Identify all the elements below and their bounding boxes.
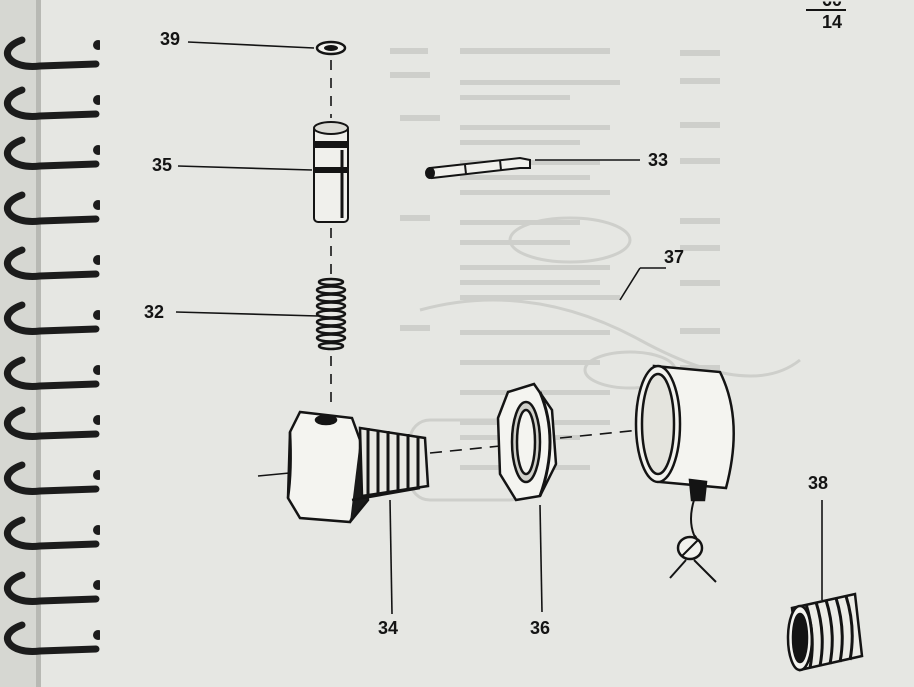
callout-37: 37 xyxy=(664,247,685,267)
page-number: 14 xyxy=(821,12,842,32)
spring-icon xyxy=(315,277,347,351)
page-number-rule xyxy=(806,9,846,11)
sleeve-icon xyxy=(634,364,735,502)
callout-34: 34 xyxy=(378,618,399,638)
leader-36 xyxy=(539,504,543,613)
callout-38: 38 xyxy=(808,473,829,493)
callout-33: 33 xyxy=(648,150,669,170)
leader-34 xyxy=(389,499,393,615)
plunger xyxy=(313,121,349,223)
leader-39 xyxy=(187,41,315,49)
page xyxy=(36,0,914,687)
callout-32: 32 xyxy=(144,302,165,322)
washer-icon xyxy=(315,40,347,56)
lock-nut-icon xyxy=(496,382,558,502)
leader-35 xyxy=(177,165,313,171)
callout-36: 36 xyxy=(530,618,551,638)
spiral-binding-icon xyxy=(0,0,100,687)
callout-35: 35 xyxy=(152,155,173,175)
leader-32 xyxy=(175,311,319,317)
page-number-partial: 60 xyxy=(821,0,842,10)
union-nut-icon xyxy=(286,410,430,524)
seal-tag-icon xyxy=(669,499,717,583)
threaded-plug-icon xyxy=(786,592,864,672)
pin-icon xyxy=(425,156,531,180)
callout-39: 39 xyxy=(160,29,181,49)
